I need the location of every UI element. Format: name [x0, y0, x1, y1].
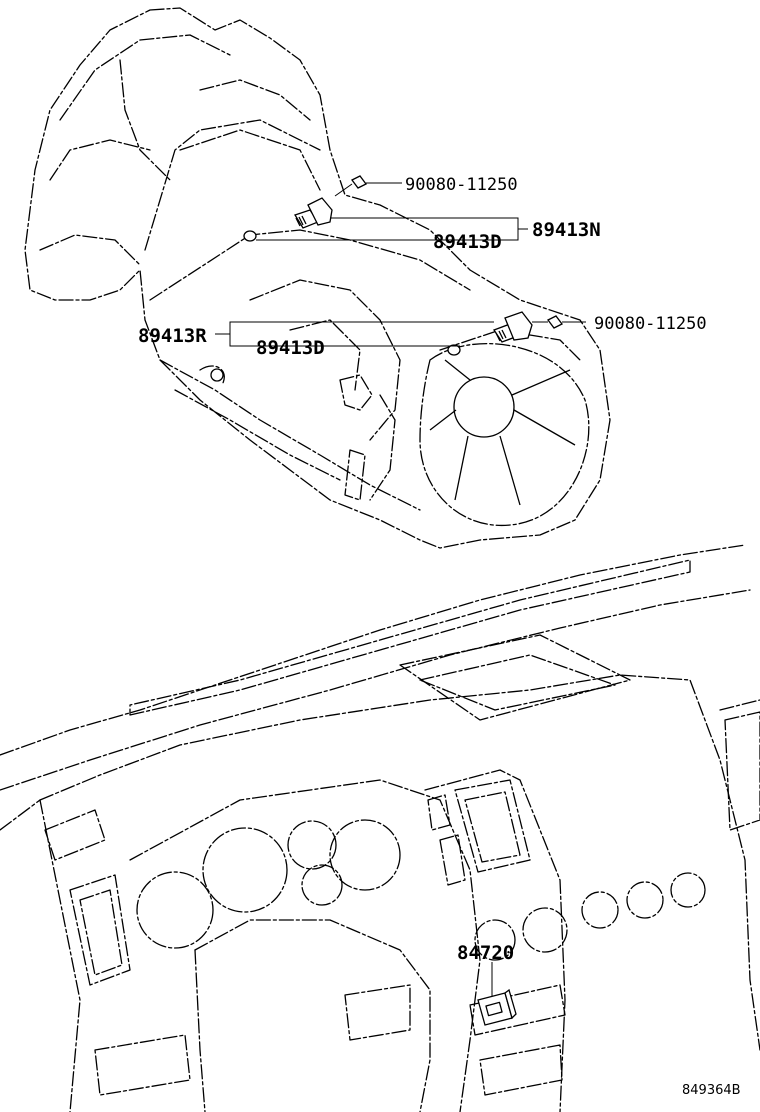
switch-part [477, 962, 517, 1026]
diagram-id: 849364B [682, 1083, 741, 1098]
o-ring-top [243, 230, 257, 242]
o-ring-bottom [447, 344, 461, 356]
label-o-ring-top: 89413D [433, 231, 502, 253]
label-sensor-group-n: 89413N [532, 219, 601, 241]
speed-sensor-right [493, 311, 563, 343]
label-switch: 84720 [457, 942, 514, 964]
leader-lines-upper [215, 182, 586, 347]
label-bolt-top: 90080-11250 [405, 175, 518, 195]
transmission-illustration [24, 7, 611, 549]
dashboard-illustration [0, 544, 760, 1112]
speed-sensor-top [294, 175, 367, 229]
label-bolt-right: 90080-11250 [594, 314, 707, 334]
label-o-ring-bottom: 89413D [256, 337, 325, 359]
label-sensor-group-r: 89413R [138, 325, 207, 347]
